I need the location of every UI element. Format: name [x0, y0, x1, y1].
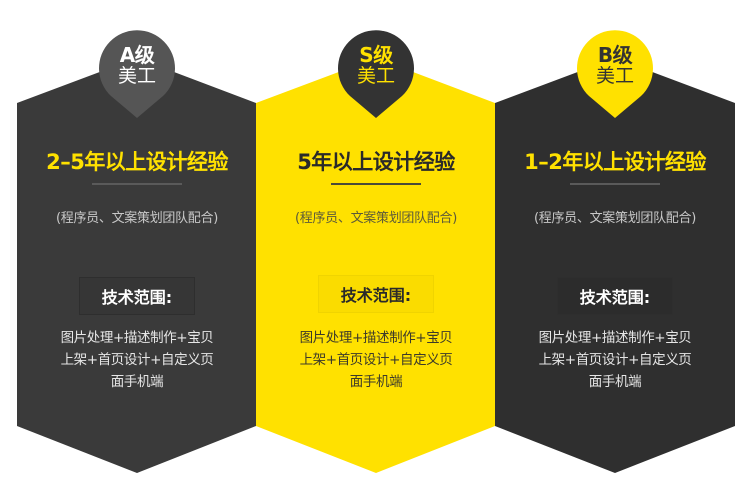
badge-a-pin — [99, 30, 176, 118]
panel-b-scope-label: 技术范围: — [557, 277, 673, 315]
panel-a-subtitle: (程序员、文案策划团队配合) — [56, 211, 218, 226]
panel-a-title: 2–5年以上设计经验 — [46, 150, 228, 174]
badge-a-level: A级 — [119, 43, 155, 67]
panel-a-shape — [17, 58, 256, 473]
panel-b-shape — [495, 58, 735, 473]
desc-line: 图片处理+描述制作+宝贝 — [60, 330, 214, 346]
desc-line: 图片处理+描述制作+宝贝 — [299, 330, 453, 346]
panel-s-description: 图片处理+描述制作+宝贝 上架+首页设计+自定义页 面手机端 — [256, 327, 496, 393]
badge-s: S级 美工 — [336, 45, 416, 86]
badge-s-level: S级 — [359, 43, 393, 67]
desc-line: 面手机端 — [349, 374, 403, 390]
panel-b-description: 图片处理+描述制作+宝贝 上架+首页设计+自定义页 面手机端 — [495, 327, 735, 393]
panel-b-subtitle: (程序员、文案策划团队配合) — [534, 211, 696, 226]
desc-line: 面手机端 — [588, 374, 642, 390]
badge-s-role: 美工 — [356, 65, 395, 87]
badge-b-pin — [577, 30, 654, 118]
panel-b-level: B级 美工 1–2年以上设计经验 (程序员、文案策划团队配合) 技术范围: 图片… — [495, 0, 735, 500]
panel-s-level: S级 美工 5年以上设计经验 (程序员、文案策划团队配合) 技术范围: 图片处理… — [256, 0, 496, 500]
panel-s-shape — [256, 58, 495, 473]
desc-line: 上架+首页设计+自定义页 — [60, 352, 214, 368]
badge-s-pin — [338, 30, 415, 119]
badge-b-level: B级 — [597, 43, 633, 67]
badge-b: B级 美工 — [575, 45, 655, 86]
desc-line: 面手机端 — [110, 374, 164, 390]
desc-line: 图片处理+描述制作+宝贝 — [538, 330, 692, 346]
panel-a-description: 图片处理+描述制作+宝贝 上架+首页设计+自定义页 面手机端 — [17, 327, 257, 393]
badge-b-role: 美工 — [595, 65, 634, 87]
panel-a-scope-label: 技术范围: — [79, 277, 195, 315]
desc-line: 上架+首页设计+自定义页 — [299, 352, 453, 368]
badge-a: A级 美工 — [97, 45, 177, 86]
panel-s-scope-label: 技术范围: — [318, 275, 434, 313]
panel-s-title: 5年以上设计经验 — [297, 150, 455, 174]
panel-a-level: A级 美工 2–5年以上设计经验 (程序员、文案策划团队配合) 技术范围: 图片… — [17, 0, 257, 500]
panel-b-divider — [570, 183, 660, 185]
desc-line: 上架+首页设计+自定义页 — [538, 352, 692, 368]
panel-s-subtitle: (程序员、文案策划团队配合) — [295, 211, 457, 226]
panel-a-divider — [92, 183, 182, 185]
panel-s-divider — [331, 183, 421, 185]
badge-a-role: 美工 — [117, 65, 156, 87]
panel-b-title: 1–2年以上设计经验 — [524, 150, 706, 174]
